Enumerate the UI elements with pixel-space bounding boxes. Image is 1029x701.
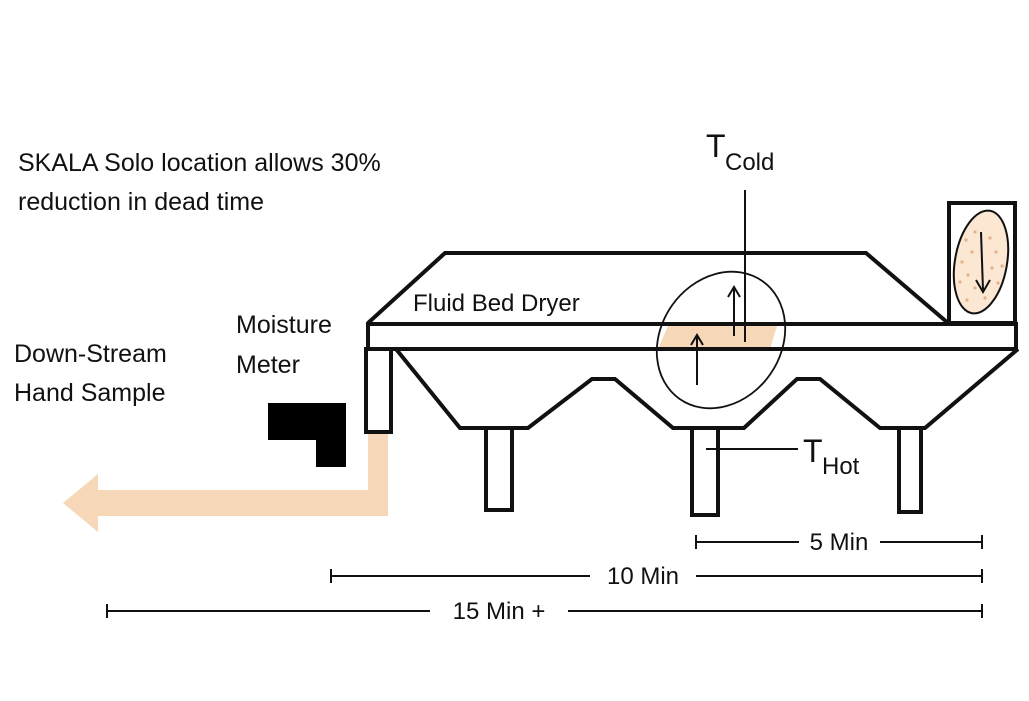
hopper-leg-3 [897, 426, 923, 514]
t-hot-label: T Hot [803, 433, 860, 480]
hand-sample-label-1: Down-Stream [14, 340, 167, 368]
moisture-meter-icon [268, 403, 346, 467]
bed-product-highlight [658, 326, 777, 349]
timeline-15-min: 15 Min + [106, 598, 983, 625]
t-cold-main: T [706, 128, 726, 164]
t-cold-label: T Cold [706, 128, 774, 176]
t-hot-sub: Hot [822, 453, 860, 480]
hand-sample-label-2: Hand Sample [14, 379, 165, 407]
feed-product-dots [958, 230, 1004, 302]
note-line-2: reduction in dead time [18, 188, 264, 216]
timeline-5-min-label: 5 Min [810, 529, 869, 556]
outlet-chute [364, 347, 393, 434]
feed-product-ellipse [952, 209, 1010, 315]
dryer-hood [366, 251, 950, 325]
fluid-bed-band [366, 322, 1018, 351]
timeline-5-min: 5 Min [695, 529, 983, 556]
note-line-1: SKALA Solo location allows 30% [18, 149, 381, 177]
dryer-label: Fluid Bed Dryer [413, 290, 580, 317]
product-flow-arrow [63, 432, 388, 532]
timeline-15-min-label: 15 Min + [453, 598, 546, 625]
air-up-arrow-1-icon [690, 333, 704, 346]
temperature-zone-ellipse [655, 270, 787, 410]
hopper-leg-2 [690, 426, 720, 517]
t-cold-sub: Cold [725, 149, 774, 176]
air-up-arrow-2-icon [727, 285, 741, 298]
timeline-10-min: 10 Min [330, 563, 983, 590]
timeline-10-min-label: 10 Min [607, 563, 679, 590]
hopper-leg-1 [484, 426, 514, 512]
moisture-meter-label-2: Meter [236, 351, 300, 379]
feed-down-arrow-shaft [980, 231, 984, 291]
moisture-meter-label-1: Moisture [236, 311, 332, 339]
t-hot-main: T [803, 433, 823, 469]
feed-down-arrow-icon [975, 279, 991, 294]
dryer-hoppers [394, 347, 1020, 430]
